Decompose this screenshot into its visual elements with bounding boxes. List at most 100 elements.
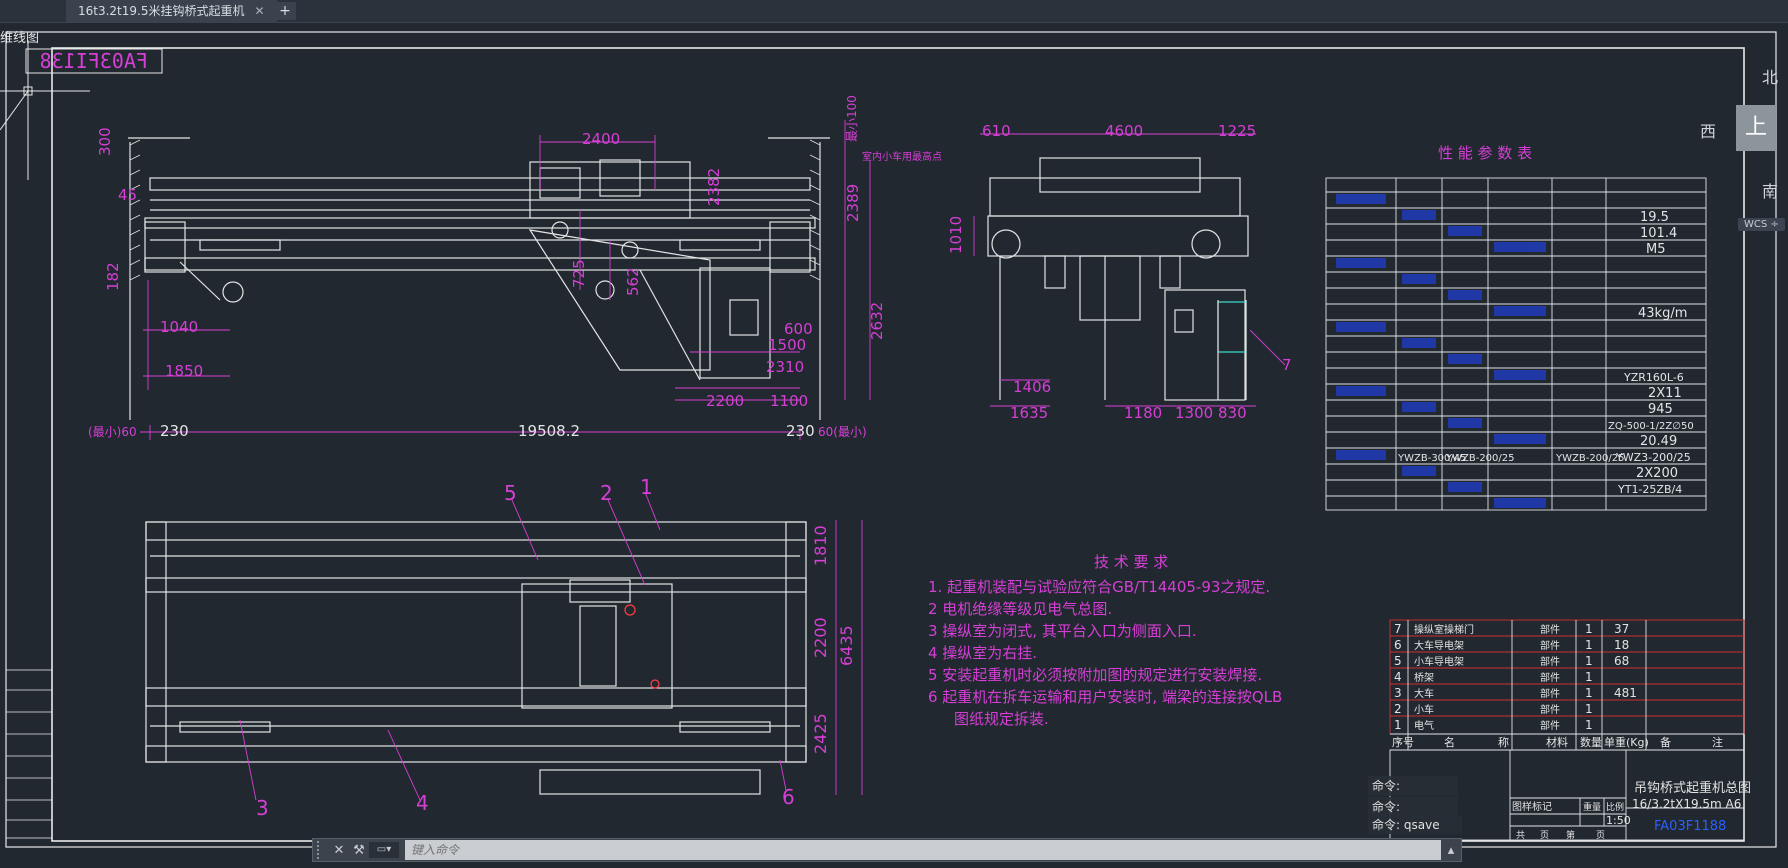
viewcube-south[interactable]: 南	[1762, 182, 1779, 201]
svg-text:1406: 1406	[1013, 378, 1051, 396]
svg-text:注: 注	[1712, 735, 1723, 749]
side-elevation	[987, 157, 1249, 401]
tab-drawing[interactable]: 16t3.2t19.5米挂钩桥式起重机 ✕	[66, 0, 277, 22]
svg-text:YT1-25ZB/4: YT1-25ZB/4	[1617, 483, 1682, 496]
front-elevation	[128, 137, 830, 420]
viewcube[interactable]: 北 西 南 上	[1700, 60, 1788, 220]
svg-text:1: 1	[1585, 702, 1593, 716]
side-dimension-text: 610 4600 1225 1010 1406 1635 1180 1300 8…	[947, 122, 1292, 422]
viewcube-north[interactable]: 北	[1762, 68, 1779, 87]
viewcube-west[interactable]: 西	[1700, 122, 1717, 141]
svg-text:1. 起重机装配与试验应符合GB/T14405-93之规定: 1. 起重机装配与试验应符合GB/T14405-93之规定.	[928, 578, 1270, 596]
svg-text:6: 6	[1394, 638, 1402, 652]
svg-text:610: 610	[982, 122, 1011, 140]
title-block	[1389, 749, 1745, 841]
svg-text:43kg/m: 43kg/m	[1638, 306, 1687, 321]
param-table	[1325, 177, 1707, 511]
svg-text:比例: 比例	[1606, 801, 1624, 813]
drag-handle[interactable]	[317, 841, 325, 859]
svg-text:1810: 1810	[811, 525, 830, 566]
svg-text:FA03F1188: FA03F1188	[1654, 819, 1726, 834]
front-dimension-text: 300 45 182 1040 1850 2400 2382 725 562 2…	[88, 95, 942, 440]
plan-dimension-text: 1810 2200 6435 2425 5 2 1 3 4 6	[256, 475, 856, 820]
svg-text:300: 300	[96, 127, 114, 156]
svg-text:230: 230	[786, 422, 815, 440]
svg-text:19508.2: 19508.2	[518, 422, 580, 440]
close-icon[interactable]: ✕	[333, 842, 345, 858]
svg-text:YWZB-300/45: YWZB-300/45	[1397, 453, 1467, 464]
svg-text:1180: 1180	[1124, 404, 1162, 422]
svg-text:YZR160L-6: YZR160L-6	[1623, 371, 1684, 384]
svg-text:桥架: 桥架	[1414, 672, 1434, 684]
svg-text:1225: 1225	[1218, 122, 1256, 140]
svg-text:2389: 2389	[844, 184, 862, 222]
svg-text:3 操纵室为闭式, 其平台入口为侧面入口.: 3 操纵室为闭式, 其平台入口为侧面入口.	[928, 622, 1197, 640]
svg-text:操纵室操梯门: 操纵室操梯门	[1414, 623, 1474, 636]
svg-text:3: 3	[1394, 686, 1402, 700]
svg-text:2382: 2382	[705, 168, 723, 206]
svg-text:6435: 6435	[837, 625, 856, 666]
new-tab-button[interactable]: +	[274, 2, 296, 20]
viewcube-top-face[interactable]: 上	[1736, 105, 1776, 151]
svg-text:1: 1	[1585, 622, 1593, 636]
svg-text:部件: 部件	[1540, 639, 1560, 652]
svg-text:1635: 1635	[1010, 404, 1048, 422]
svg-text:4: 4	[1394, 670, 1402, 684]
wcs-menu-button[interactable]: WCS ÷	[1738, 218, 1785, 231]
param-table-title: 性 能 参 数 表	[1438, 144, 1532, 162]
svg-text:1: 1	[640, 475, 653, 499]
chevron-up-icon[interactable]: ▴	[1447, 842, 1455, 858]
svg-text:(最小)60: (最小)60	[88, 425, 137, 439]
svg-text:图纸规定拆装.: 图纸规定拆装.	[954, 710, 1049, 728]
svg-text:2200: 2200	[706, 392, 744, 410]
svg-text:19.5: 19.5	[1640, 210, 1669, 225]
svg-text:945: 945	[1648, 402, 1673, 417]
svg-text:60(最小): 60(最小)	[818, 425, 867, 439]
svg-text:2310: 2310	[766, 358, 804, 376]
svg-text:1010: 1010	[947, 216, 965, 254]
svg-text:725: 725	[570, 259, 588, 288]
bom-header: 序号 名 称 材料 数量 单重(Kg) 备 注	[1392, 735, 1723, 749]
revision-strip	[5, 669, 53, 839]
svg-text:室内小车用最高点: 室内小车用最高点	[862, 150, 942, 163]
command-input[interactable]	[405, 840, 1441, 860]
svg-text:2200: 2200	[811, 617, 830, 658]
svg-text:182: 182	[104, 262, 122, 291]
stamp-box	[25, 48, 163, 74]
viewport-label[interactable]: 维线图	[0, 31, 40, 46]
svg-text:2: 2	[1394, 702, 1402, 716]
svg-text:830: 830	[1218, 404, 1247, 422]
command-last-line: 命令: qsave	[1368, 816, 1462, 834]
svg-text:YWZB-200/25: YWZB-200/25	[1555, 453, 1625, 464]
command-line: ✕ ⚒ ▭▾ ▴	[312, 838, 1462, 862]
command-history-line: 命令:	[1368, 776, 1458, 796]
svg-text:68: 68	[1614, 654, 1629, 668]
tech-title: 技 术 要 求	[1094, 553, 1168, 571]
stamp-code: FA03FI138	[40, 49, 148, 73]
close-icon[interactable]: ✕	[254, 4, 265, 18]
command-history: 命令: 命令:	[1368, 776, 1458, 818]
command-history-dropdown[interactable]: ▭▾	[369, 842, 399, 858]
svg-text:2425: 2425	[811, 713, 830, 754]
svg-text:7: 7	[1282, 356, 1292, 374]
svg-text:序号: 序号	[1392, 735, 1414, 749]
tab-title: 16t3.2t19.5米挂钩桥式起重机	[78, 4, 245, 18]
svg-text:1040: 1040	[160, 318, 198, 336]
drawing-canvas[interactable]: FA03FI138	[0, 22, 1788, 868]
svg-text:电气: 电气	[1414, 719, 1434, 732]
svg-text:4600: 4600	[1105, 122, 1143, 140]
svg-text:37: 37	[1614, 622, 1629, 636]
svg-text:5: 5	[1394, 654, 1402, 668]
svg-text:部件: 部件	[1540, 671, 1560, 684]
document-tab-bar: 16t3.2t19.5米挂钩桥式起重机 ✕ +	[0, 0, 1788, 23]
svg-text:吊钩桥式起重机总图: 吊钩桥式起重机总图	[1634, 780, 1751, 796]
front-dimension-lines	[140, 120, 871, 440]
wrench-icon[interactable]: ⚒	[353, 842, 365, 858]
svg-text:16/3.2tX19.5m A6: 16/3.2tX19.5m A6	[1632, 797, 1741, 811]
svg-text:1100: 1100	[770, 392, 808, 410]
